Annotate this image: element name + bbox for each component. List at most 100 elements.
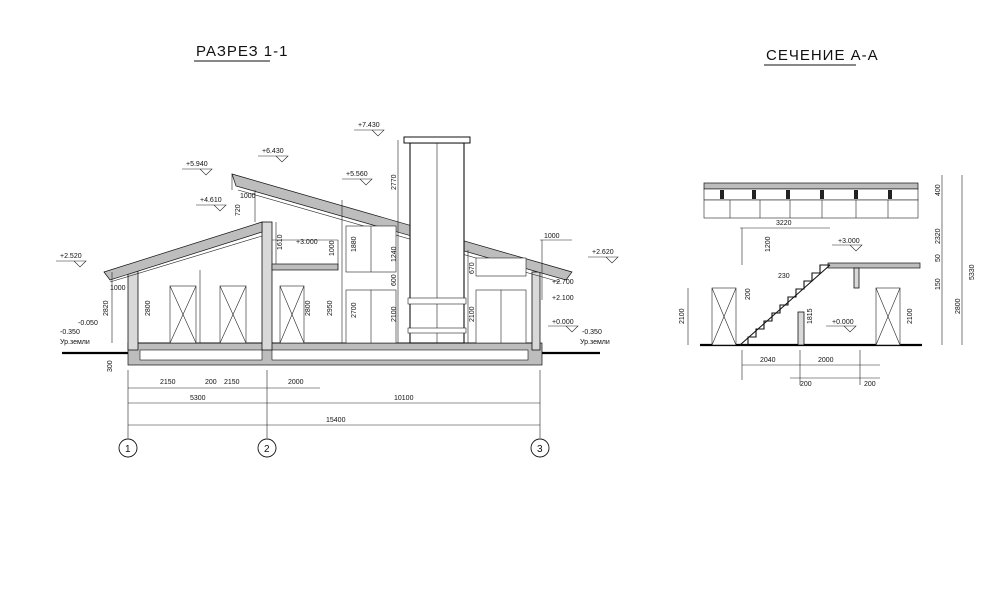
door-aa-right: [875, 287, 901, 346]
dim-label: 3220: [776, 220, 792, 227]
dim-label: 1000: [110, 285, 126, 292]
horizontal-dim-labels: 2150 200 2150 2000 5300 10100 15400: [160, 379, 414, 424]
stair-support: [797, 311, 805, 346]
level-label: +2.520: [60, 253, 82, 260]
dim-lines-vertical: [111, 140, 543, 343]
dim-label: 1200: [765, 236, 772, 252]
horizontal-dim-labels-aa: 3220 230 2040 2000 200 200: [760, 220, 876, 388]
door-left-2: [219, 285, 247, 344]
svg-text:3: 3: [537, 444, 543, 455]
dim-label: 200: [205, 379, 217, 386]
chimney-cap: [403, 136, 471, 144]
door-center: [279, 285, 305, 344]
wall-axis-3: [531, 271, 541, 351]
dim-label: 1000: [544, 233, 560, 240]
dim-label: 2100: [679, 308, 686, 324]
dim-label: 2000: [288, 379, 304, 386]
dim-label: 200: [745, 288, 752, 300]
dim-label: 400: [935, 184, 942, 196]
dim-label: 2770: [391, 174, 398, 190]
dim-label: 720: [235, 204, 242, 216]
wall-axis-1: [127, 269, 139, 351]
roof-left: [103, 221, 263, 281]
roof-slab: [703, 182, 919, 190]
section-a-a: СЕЧЕНИЕ А-А: [679, 47, 976, 388]
dim-label: 2950: [327, 300, 334, 316]
dim-label: 2800: [145, 300, 152, 316]
dim-label: 200: [864, 381, 876, 388]
dim-lines-horizontal: [127, 239, 572, 438]
mezzanine-slab: [271, 263, 339, 271]
svg-text:1: 1: [125, 444, 131, 455]
dim-label: 15400: [326, 417, 346, 424]
section-a-title: СЕЧЕНИЕ А-А: [766, 47, 879, 64]
dim-label: 230: [778, 273, 790, 280]
dim-label: 5330: [969, 264, 976, 280]
fireplace-shelf: [407, 297, 467, 305]
clerestory-mullions: [729, 200, 889, 218]
stair: [740, 264, 830, 346]
level-label: -0.350: [582, 329, 602, 336]
level-label: +0.000: [552, 319, 574, 326]
level-label: +2.100: [552, 295, 574, 302]
level-markers: [56, 129, 619, 333]
clerestory-band: [703, 199, 919, 219]
dim-label: 2100: [469, 306, 476, 322]
axis-2: 2: [257, 438, 277, 458]
dim-label: 300: [107, 360, 114, 372]
dim-label: 150: [935, 278, 942, 290]
section-1-1: РАЗРЕЗ 1-1: [56, 43, 619, 458]
vertical-dim-labels: 2770 1000 720 1610 1880 1000 1240 600 67…: [103, 174, 560, 372]
dim-label: 5300: [190, 395, 206, 402]
dim-label: 2820: [103, 300, 110, 316]
fireplace-base: [407, 327, 467, 334]
dim-label: 50: [935, 254, 942, 262]
section-1-title: РАЗРЕЗ 1-1: [196, 43, 289, 60]
level-label: +2.700: [552, 279, 574, 286]
level-labels: +7.430 +6.430 +5.940 +5.560 +4.610 +3.00…: [60, 122, 614, 346]
door-aa-left: [711, 287, 737, 346]
dim-label: 2000: [818, 357, 834, 364]
dim-lines-aa: [687, 175, 963, 385]
ground-label: Ур.земли: [580, 339, 610, 346]
dim-label: 10100: [394, 395, 414, 402]
dim-label: 1000: [329, 240, 336, 256]
roof-joists-band: [703, 188, 919, 201]
wall-axis-2: [261, 221, 273, 351]
dim-label: 1815: [807, 308, 814, 324]
dim-label: 200: [800, 381, 812, 388]
dim-label: 2700: [351, 302, 358, 318]
dim-label: 1880: [351, 236, 358, 252]
roof-joists: [720, 190, 892, 199]
axis-1: 1: [118, 438, 138, 458]
level-label: +4.610: [200, 197, 222, 204]
level-label: +3.000: [838, 238, 860, 245]
level-label: +6.430: [262, 148, 284, 155]
level-label: +7.430: [358, 122, 380, 129]
level-label: -0.050: [78, 320, 98, 327]
floor-cavity-left: [139, 349, 263, 361]
svg-text:2: 2: [264, 444, 270, 455]
upper-floor-slab: [827, 262, 921, 269]
dim-label: 2100: [391, 306, 398, 322]
upper-post: [853, 267, 860, 289]
stair-stringer: [739, 264, 831, 346]
door-left-1: [169, 285, 197, 344]
dim-label: 1610: [277, 234, 284, 250]
dim-label: 1000: [240, 193, 256, 200]
dim-label: 600: [391, 274, 398, 286]
level-markers-aa: [826, 244, 863, 333]
dim-label: 2150: [224, 379, 240, 386]
level-label: +5.560: [346, 171, 368, 178]
level-label: +2.620: [592, 249, 614, 256]
dim-label: 2040: [760, 357, 776, 364]
dim-label: 2100: [907, 308, 914, 324]
axis-3: 3: [530, 438, 550, 458]
dim-label: 2320: [935, 228, 942, 244]
level-label: +5.940: [186, 161, 208, 168]
level-labels-aa: +3.000 +0.000: [832, 238, 860, 326]
dim-label: 2150: [160, 379, 176, 386]
window-upper-right: [475, 257, 527, 277]
ground-label: Ур.земли: [60, 339, 90, 346]
